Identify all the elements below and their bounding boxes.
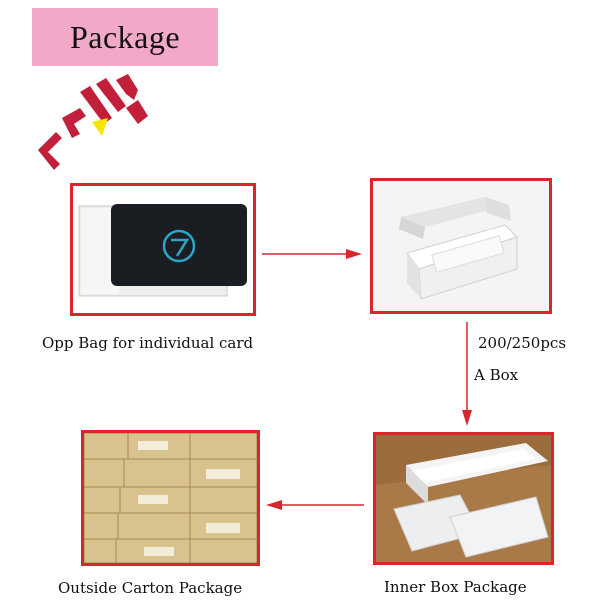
arrow-right-icon [262, 249, 362, 259]
arrow-down-icon [462, 322, 472, 426]
box-quantity-label: 200/250pcs [478, 334, 567, 352]
arrow-left-icon [266, 500, 364, 510]
section-header: Package [32, 8, 218, 66]
section-title: Package [69, 18, 181, 55]
box-unit-label: A Box [474, 366, 519, 384]
opp-bag-caption: Opp Bag for individual card [42, 334, 254, 352]
brand-logo [38, 74, 148, 170]
opp-bag-photo [70, 183, 256, 316]
inner-box-caption: Inner Box Package [384, 578, 527, 596]
inner-box-photo [373, 432, 554, 565]
outside-carton-caption: Outside Carton Package [58, 579, 243, 597]
white-box-photo [370, 178, 552, 314]
carton-stack-photo [81, 430, 260, 566]
